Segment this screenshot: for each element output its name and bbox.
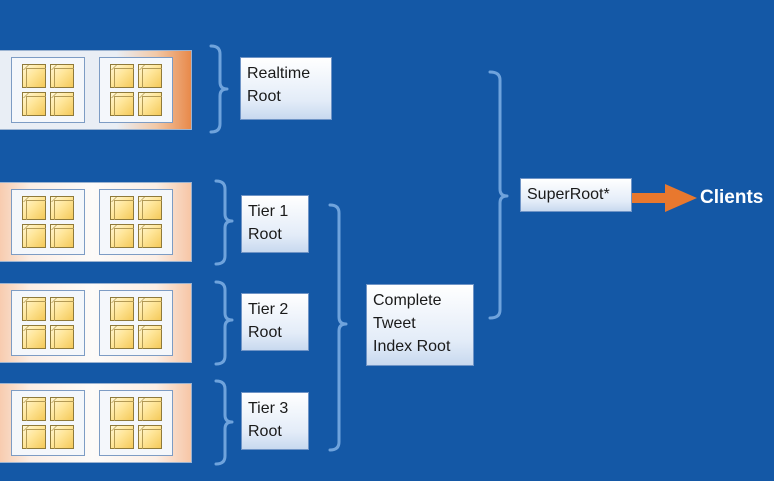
server-cube-icon [22, 397, 46, 421]
realtime-root-label-line2: Root [247, 88, 281, 105]
complete-root-label-line3: Index Root [373, 338, 451, 355]
tier1-root-label-line2: Root [248, 226, 282, 243]
server-cube-icon [50, 92, 74, 116]
complete-root-label-line1: Complete [373, 292, 442, 309]
tier2-server-rack [0, 283, 192, 363]
server-cube-icon [138, 92, 162, 116]
server-cube-icon [138, 297, 162, 321]
server-cube-icon [50, 297, 74, 321]
server-cube-icon [138, 425, 162, 449]
server-cube-icon [50, 196, 74, 220]
realtime-root-label-line1: Realtime [247, 65, 311, 82]
server-cube-icon [22, 224, 46, 248]
server-cube-icon [110, 196, 134, 220]
server-cube-icon [50, 397, 74, 421]
tier2-root-label-line2: Root [248, 324, 282, 341]
server-cube-icon [110, 64, 134, 88]
superroot-label: SuperRoot* [527, 186, 610, 203]
tier3-root-label-line2: Root [248, 423, 282, 440]
server-group [11, 189, 85, 255]
server-group [11, 57, 85, 123]
tier2-root-label-line1: Tier 2 [248, 301, 289, 318]
server-cube-icon [138, 224, 162, 248]
server-cube-icon [22, 64, 46, 88]
server-group [11, 290, 85, 356]
tier1-server-rack [0, 182, 192, 262]
server-group [99, 390, 173, 456]
server-cube-icon [22, 92, 46, 116]
tier1-bracket [214, 179, 234, 266]
server-cube-icon [110, 397, 134, 421]
tier3-bracket [214, 379, 234, 466]
server-cube-icon [50, 425, 74, 449]
server-cube-icon [138, 397, 162, 421]
server-cube-icon [50, 325, 74, 349]
tier1-root-label-line1: Tier 1 [248, 203, 289, 220]
realtime-bracket [209, 44, 229, 134]
tier3-server-rack [0, 383, 192, 463]
tier2-root-box: Tier 2 Root [241, 293, 309, 351]
server-group [99, 290, 173, 356]
server-group [11, 390, 85, 456]
server-cube-icon [110, 297, 134, 321]
complete-tweet-index-root-box: Complete Tweet Index Root [366, 284, 474, 366]
server-group [99, 189, 173, 255]
server-cube-icon [22, 196, 46, 220]
tiers-bracket [328, 203, 348, 452]
clients-arrow [631, 184, 697, 212]
server-cube-icon [138, 325, 162, 349]
tier3-root-label-line1: Tier 3 [248, 400, 289, 417]
realtime-root-box: Realtime Root [240, 57, 332, 120]
tier3-root-box: Tier 3 Root [241, 392, 309, 450]
tier2-bracket [214, 280, 234, 366]
superroot-box: SuperRoot* [520, 178, 632, 212]
server-cube-icon [50, 64, 74, 88]
server-cube-icon [22, 325, 46, 349]
server-cube-icon [110, 425, 134, 449]
server-cube-icon [110, 224, 134, 248]
superroot-bracket [488, 70, 509, 320]
server-cube-icon [110, 325, 134, 349]
server-cube-icon [50, 224, 74, 248]
clients-label: Clients [700, 187, 764, 208]
server-cube-icon [138, 64, 162, 88]
server-cube-icon [22, 425, 46, 449]
server-cube-icon [110, 92, 134, 116]
tier1-root-box: Tier 1 Root [241, 195, 309, 253]
complete-root-label-line2: Tweet [373, 315, 416, 332]
realtime-server-rack [0, 50, 192, 130]
server-cube-icon [138, 196, 162, 220]
server-cube-icon [22, 297, 46, 321]
server-group [99, 57, 173, 123]
